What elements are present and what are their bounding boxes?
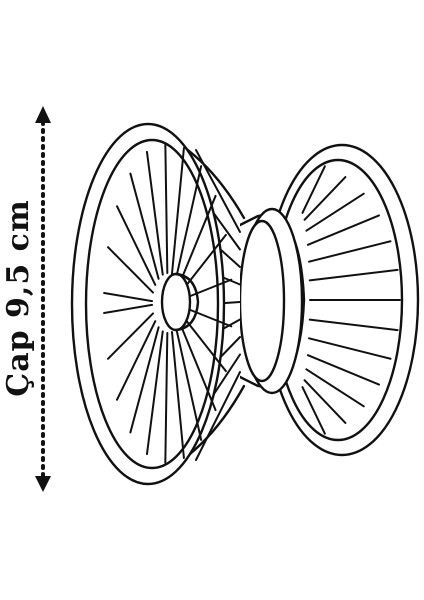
front-rim-outer [70, 122, 226, 486]
spool-drawing [70, 122, 420, 486]
front-rib [182, 278, 233, 300]
front-rib [170, 147, 185, 275]
front-rib [116, 320, 157, 401]
arrow-up-icon [35, 106, 51, 123]
front-side-rib [195, 149, 241, 233]
back-rib [308, 337, 392, 360]
front-rib [182, 306, 233, 328]
diameter-label: Çap 9,5 cm [1, 199, 36, 396]
front-rib [178, 194, 217, 284]
front-rib [164, 142, 169, 275]
front-cone [70, 122, 246, 486]
arrow-down-icon [35, 476, 51, 492]
middle-hub [236, 207, 306, 395]
back-rib [308, 318, 399, 332]
back-rib [308, 240, 392, 263]
back-rib [305, 192, 365, 232]
dimension-indicator: Çap 9,5 cm [1, 106, 51, 492]
back-rib [301, 386, 326, 435]
front-rib [178, 322, 217, 412]
center-cap [160, 272, 192, 332]
front-rib [116, 205, 157, 286]
front-rib [129, 326, 160, 434]
front-rib [164, 331, 169, 464]
back-rib [303, 379, 347, 424]
hub-collar-inner [238, 219, 286, 383]
front-rib [175, 165, 203, 279]
front-rib [145, 150, 164, 276]
back-rib [301, 165, 326, 214]
front-rib [107, 246, 155, 294]
back-rib [306, 214, 381, 246]
back-cone [264, 143, 420, 457]
front-rib [170, 331, 185, 459]
front-face-ribs [103, 142, 233, 464]
front-rib [145, 330, 164, 456]
back-rib [305, 368, 365, 408]
front-rib [175, 327, 203, 441]
front-rim-inner [84, 138, 220, 470]
back-rib [306, 354, 381, 386]
front-rib [107, 312, 155, 360]
front-rib [129, 172, 160, 280]
back-cone-ribs [301, 165, 401, 435]
center-cap-side [174, 272, 200, 332]
front-rib [103, 291, 154, 303]
front-rib [103, 303, 154, 315]
front-side-rib [195, 371, 241, 461]
back-rib [303, 176, 347, 221]
back-rib [308, 268, 399, 282]
